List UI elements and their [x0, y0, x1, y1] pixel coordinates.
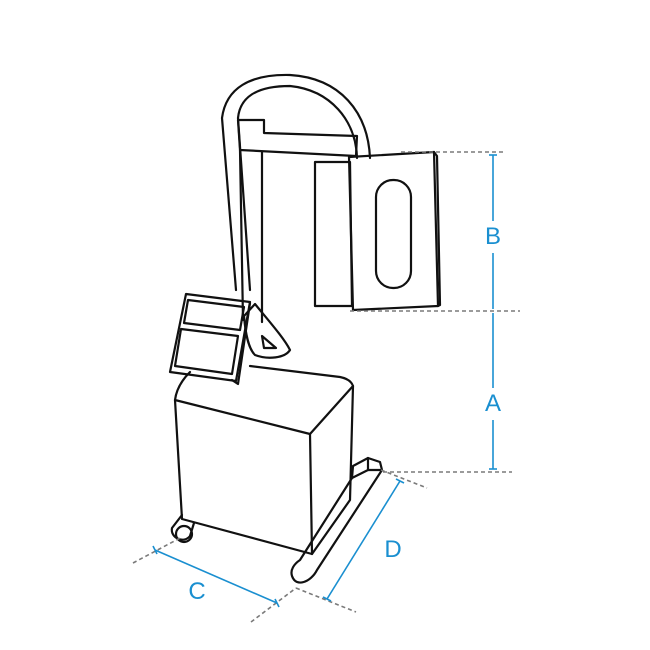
column-collar — [242, 302, 292, 359]
dim-d-tick-bottom — [322, 596, 332, 602]
collar-window — [260, 334, 278, 350]
head-side-edge — [432, 150, 442, 308]
base-rail-top — [350, 456, 370, 480]
head-window — [374, 178, 413, 290]
dim-c-tick-left — [152, 545, 158, 555]
dim-d-line — [326, 480, 401, 600]
screen-mount — [230, 301, 252, 386]
dimension-label-a: A — [484, 390, 502, 417]
dim-d-tick-top — [395, 478, 405, 484]
arm-outer — [220, 73, 372, 292]
cabinet-top — [173, 364, 355, 436]
caster-wheel — [174, 524, 194, 544]
ext-d-top — [380, 469, 428, 489]
screen-inner-bottom — [173, 327, 240, 376]
ext-d-bottom — [295, 587, 357, 613]
cabinet-front — [173, 398, 314, 556]
dimension-label-d: D — [384, 536, 402, 563]
ext-c-left — [132, 536, 183, 564]
dim-c-line — [154, 549, 278, 604]
cabinet-side — [310, 384, 355, 556]
dim-c-tick-right — [274, 598, 280, 608]
column — [238, 148, 264, 324]
dimension-label-c: C — [188, 578, 206, 605]
arm-inner — [236, 84, 359, 292]
arm-bracket — [236, 118, 359, 158]
screen-frame — [168, 292, 252, 383]
head-front-panel — [347, 150, 440, 312]
base-rail — [290, 456, 384, 584]
dimension-label-b: B — [484, 223, 502, 250]
head-back-panel — [313, 160, 354, 308]
screen-inner-top — [182, 298, 246, 332]
ext-c-right — [250, 587, 297, 623]
